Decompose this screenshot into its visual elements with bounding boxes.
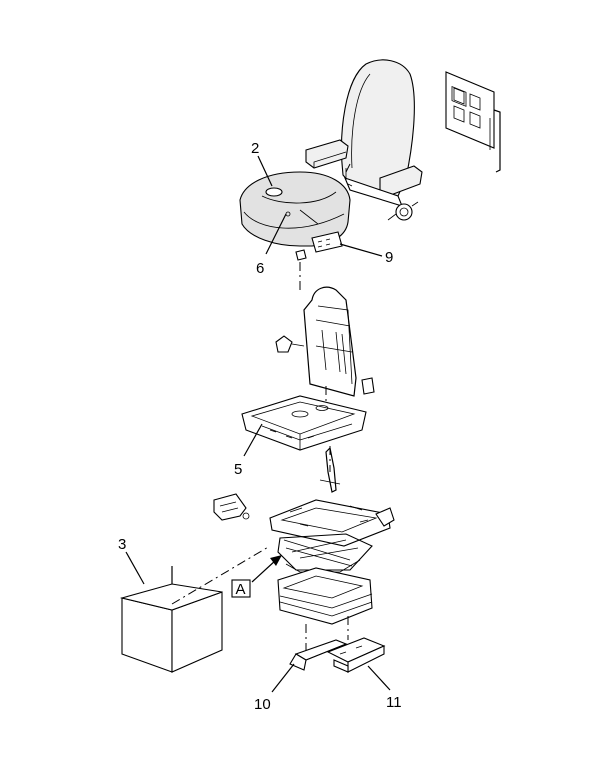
callout-10-label: 10 xyxy=(254,696,271,713)
callout-2-label: 2 xyxy=(251,140,259,157)
detail-a-marker: A xyxy=(231,555,282,598)
shipping-box xyxy=(119,566,223,673)
assembled-seat xyxy=(305,59,423,221)
callout-11: 11 xyxy=(367,665,402,711)
detail-a-label: A xyxy=(236,581,246,598)
callout-2: 2 xyxy=(251,140,273,187)
seat-frame xyxy=(241,286,375,451)
callout-9: 9 xyxy=(339,243,393,266)
callout-3: 3 xyxy=(118,536,145,585)
callout-10: 10 xyxy=(254,663,295,713)
callout-5: 5 xyxy=(234,423,263,478)
back-pad-panel xyxy=(445,71,501,173)
callout-9-label: 9 xyxy=(385,249,393,266)
bracket-10 xyxy=(289,639,348,671)
recline-knob-icon xyxy=(395,203,413,221)
callout-6: 6 xyxy=(256,213,287,277)
arrow-icon xyxy=(270,555,282,566)
callout-5-label: 5 xyxy=(234,461,242,478)
callout-3-label: 3 xyxy=(118,536,126,553)
suspension-assembly xyxy=(213,446,395,625)
bracket-11 xyxy=(326,637,386,673)
seat-cushion xyxy=(239,171,351,261)
callout-6-label: 6 xyxy=(256,260,264,277)
callout-11-label: 11 xyxy=(386,694,402,711)
